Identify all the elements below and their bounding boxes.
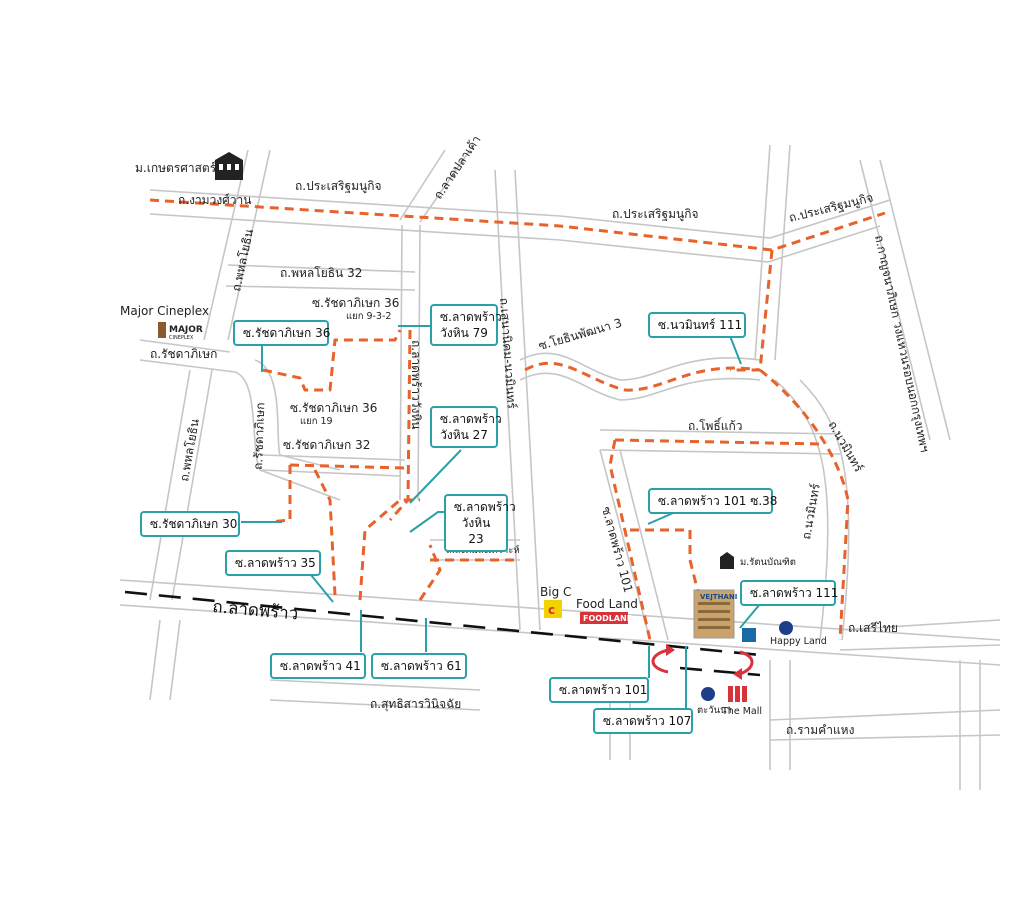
hospital-building: VEJTHANI <box>693 589 737 639</box>
road-label-ratchada36: ซ.รัชดาภิเษก 36 <box>312 296 399 310</box>
callout-ratchada30: ซ.รัชดาภิเษก 30 <box>140 511 240 537</box>
landmark-bigc-label: Big C <box>540 585 571 599</box>
callout-ladprao35: ซ.ลาดพร้าว 35 <box>225 550 321 576</box>
road-label-ratchada: ถ.รัชดาภิเษก <box>150 347 217 361</box>
rattana-icon <box>720 552 734 569</box>
callout-ratchada30-text: ซ.รัชดาภิเษก 30 <box>150 517 238 531</box>
road-label-nawamin-2: ถ.นวมินทร์ <box>799 482 823 541</box>
road-label-sukhothai: ถ.สุทธิสารวินิจฉัย <box>370 697 461 712</box>
road-label-ladplakhao: ถ.ลาดปลาเค้า <box>431 133 484 202</box>
callout-ladprao-wanghin-27: ซ.ลาดพร้าว วังหิน 27 <box>430 406 502 448</box>
callout-ratchada36: ซ.รัชดาภิเษก 36 <box>233 320 331 346</box>
callout-ladprao101-38: ซ.ลาดพร้าว 101 ซ.38 <box>648 488 778 514</box>
callout-ladprao111: ซ.ลาดพร้าว 111 <box>740 580 839 606</box>
road-label-prasert-2: ถ.ประเสริฐมนูกิจ <box>612 207 699 222</box>
callout-ladprao41: ซ.ลาดพร้าว 41 <box>270 653 366 679</box>
road-label-yothin3: ซ.โยธินพัฒนา 3 <box>537 316 624 353</box>
callout-ladprao-wanghin-27-line1: ซ.ลาดพร้าว <box>440 412 502 426</box>
ladprao-main-road-east <box>679 666 761 677</box>
callout-ladprao-wanghin-23-line2: วังหิน 23 <box>461 516 491 546</box>
u-turn-left-arrowhead <box>666 644 675 656</box>
callout-ladprao41-text: ซ.ลาดพร้าว 41 <box>280 659 361 673</box>
landmark-foodland-label: Food Land <box>576 597 638 611</box>
road-label-ladprao-main: ถ.ลาดพร้าว <box>212 597 300 624</box>
callout-ladprao101-text: ซ.ลาดพร้าว 101 <box>559 683 648 697</box>
road-label-phahol32: ถ.พหลโยธิน 32 <box>280 266 362 280</box>
landmark-rattana-label: ม.รัตนบัณฑิต <box>740 557 796 568</box>
the-mall-logo <box>728 686 747 702</box>
callout-ladprao111-text: ซ.ลาดพร้าว 111 <box>750 586 839 600</box>
road-label-ramkhamhaeng: ถ.รามคำแหง <box>786 723 854 737</box>
callout-ladprao101-38-text: ซ.ลาดพร้าว 101 ซ.38 <box>658 494 778 508</box>
road-label-ratchada-soi: ถ.รัชดาภิเษก <box>251 402 267 470</box>
university-icon <box>215 152 243 180</box>
ladprao-main-road <box>124 590 761 657</box>
foodland-logo <box>580 612 628 624</box>
landmark-happyland-label: Happy Land <box>770 636 827 647</box>
road-label-phahol-top: ถ.พหลโยธิน <box>229 228 256 293</box>
road-label-ratchada32: ซ.รัชดาภิเษก 32 <box>283 438 370 452</box>
callout-ladprao61-text: ซ.ลาดพร้าว 61 <box>381 659 462 673</box>
callout-ladprao-wanghin-23-line1: ซ.ลาดพร้าว <box>454 500 516 514</box>
callout-ladprao61: ซ.ลาดพร้าว 61 <box>371 653 467 679</box>
major-logo-text: MAJOR <box>169 325 203 335</box>
hospital-logo-text: VEJTHANI <box>700 593 737 601</box>
bigc-logo <box>544 600 562 618</box>
major-logo-subtext: CINEPLEX <box>169 335 194 341</box>
road-network <box>119 144 1001 790</box>
callout-ladprao-wanghin-79: ซ.ลาดพร้าว วังหิน 79 <box>430 304 502 346</box>
road-label-prasert-1: ถ.ประเสริฐมนูกิจ <box>295 179 382 194</box>
happyland-icon <box>779 621 793 635</box>
road-label-seri-thai: ถ.เสรีไทย <box>848 621 898 635</box>
road-label-ladprao-wanghin: ถ.ลาดพร้าววังหิน <box>409 340 423 430</box>
u-turn-right-arrowhead <box>733 668 742 680</box>
road-label-kanchana: ถ.กาญจนาภิเษก วงแหวนรอบนอกกรุงเทพฯ <box>871 234 932 454</box>
mall-cart-icon <box>701 687 715 701</box>
callout-ladprao-wanghin-79-line2: วังหิน 79 <box>440 326 488 340</box>
callout-ladprao101: ซ.ลาดพร้าว 101 <box>549 677 649 703</box>
road-label-nawamin-1: ถ.นวมินทร์ <box>825 419 866 475</box>
route-paths <box>149 198 886 641</box>
road-label-ratchada36-sub: แยก 9-3-2 <box>346 311 391 322</box>
callout-ratchada36-text: ซ.รัชดาภิเษก 36 <box>243 326 331 340</box>
landmark-mall-label: The Mall <box>721 706 762 717</box>
landmark-mall-sub-label: ตะวันนา <box>697 705 732 716</box>
callout-ladprao-wanghin-79-line1: ซ.ลาดพร้าว <box>440 310 502 324</box>
callout-nawamin111: ซ.นวมินทร์ 111 <box>648 312 746 338</box>
road-label-ratchada36b-sub: แยก 19 <box>300 416 333 427</box>
bigc-logo-mark: c <box>548 603 555 617</box>
major-cineplex-logo: MAJOR CINEPLEX <box>158 322 203 341</box>
callout-ladprao-wanghin-27-line2: วังหิน 27 <box>440 428 488 442</box>
callout-ladprao35-text: ซ.ลาดพร้าว 35 <box>235 556 316 570</box>
callout-nawamin111-text: ซ.นวมินทร์ 111 <box>658 318 743 332</box>
road-label-pho-kaeo: ถ.โพธิ์แก้ว <box>688 417 743 433</box>
landmark-kasetsart-label: ม.เกษตรศาสตร์ <box>135 161 217 175</box>
callout-ladprao107-text: ซ.ลาดพร้าว 107 <box>603 714 692 728</box>
shop-icon <box>742 628 756 642</box>
foodland-logo-text: FOODLAND <box>583 614 634 623</box>
callout-ladprao-wanghin-23: ซ.ลาดพร้าว วังหิน 23 <box>444 494 516 552</box>
road-label-ratchada36b: ซ.รัชดาภิเษก 36 <box>290 401 377 415</box>
road-label-ngamwongwan: ถ.งามวงศ์วาน <box>178 193 251 207</box>
callout-ladprao107: ซ.ลาดพร้าว 107 <box>593 708 693 734</box>
landmark-major-label: Major Cineplex <box>120 304 209 318</box>
u-turn-arrows <box>651 648 754 676</box>
